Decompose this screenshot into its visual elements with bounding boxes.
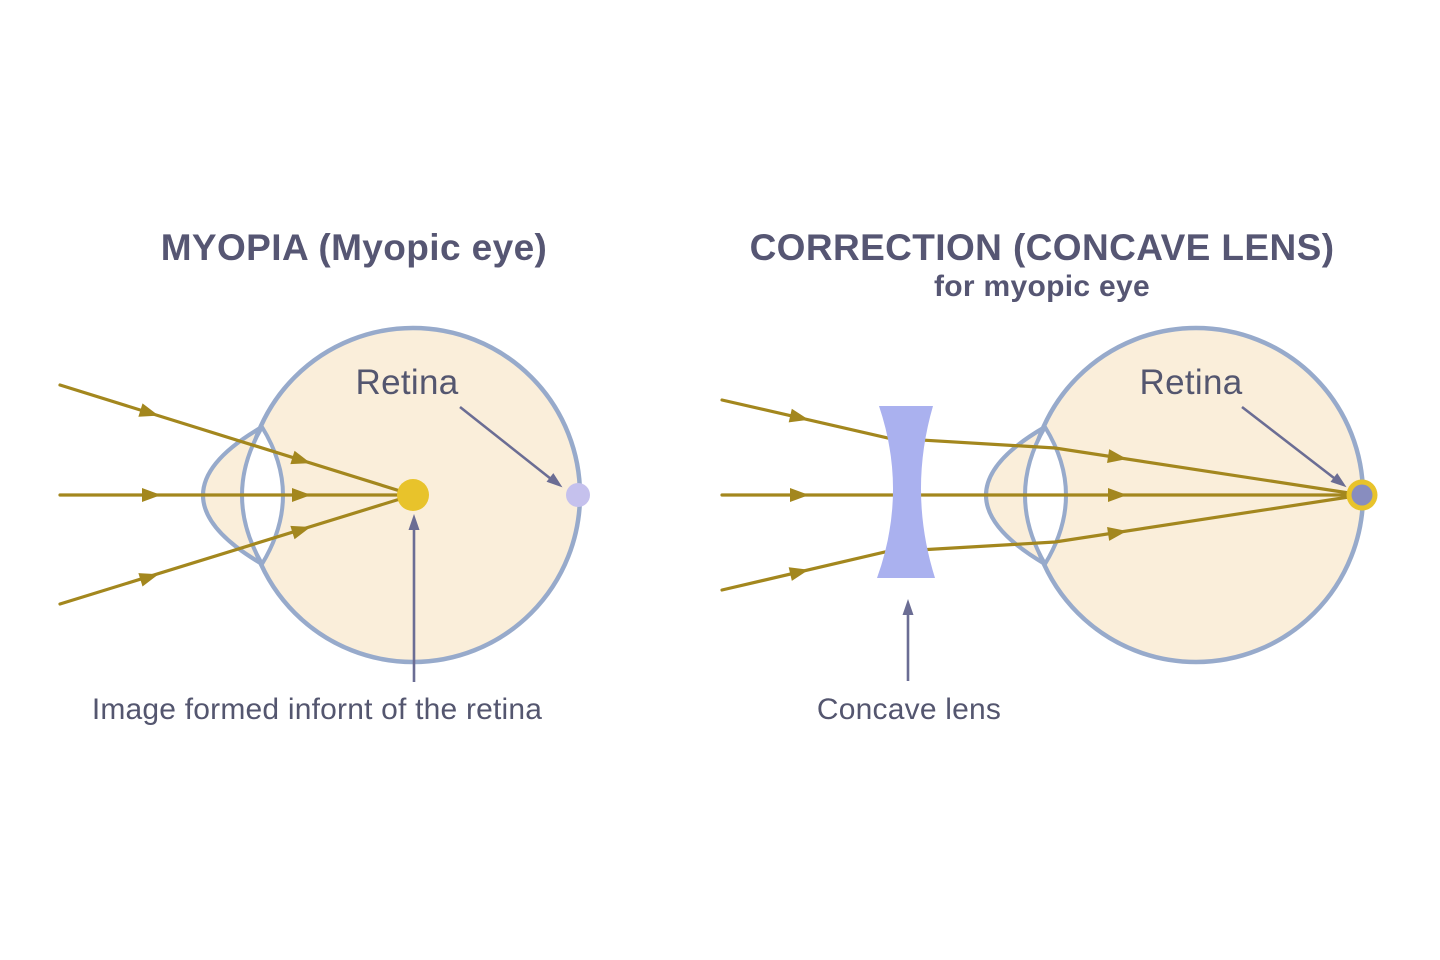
retina-label-right: Retina xyxy=(1140,363,1243,402)
right-panel-subtitle: for myopic eye xyxy=(934,270,1150,303)
concave-lens xyxy=(877,406,935,578)
left-panel-caption: Image formed infornt of the retina xyxy=(92,693,542,726)
concave-lens-label: Concave lens xyxy=(817,693,1001,726)
lens-pointer-arrow-icon xyxy=(902,599,914,615)
correction-panel: CORRECTION (CONCAVE LENS) for myopic eye… xyxy=(720,227,1378,726)
light-ray-top xyxy=(58,383,415,497)
retina-point-left xyxy=(566,483,590,507)
ray-arrow-icon xyxy=(788,562,811,581)
ray-arrow-icon xyxy=(138,403,161,423)
retina-pointer-line xyxy=(1241,405,1335,480)
retina-label-left: Retina xyxy=(356,363,459,402)
light-ray-bottom xyxy=(58,493,415,606)
focal-point-before-retina xyxy=(397,479,429,511)
left-panel-title: MYOPIA (Myopic eye) xyxy=(161,227,548,268)
ray-arrow-icon xyxy=(790,488,809,502)
ray-arrow-icon xyxy=(138,567,161,587)
ray-arrow-icon xyxy=(142,488,161,502)
ray-arrow-icon xyxy=(788,408,811,427)
right-panel-title: CORRECTION (CONCAVE LENS) xyxy=(750,227,1335,268)
retina-pointer-line xyxy=(459,405,552,481)
corrected-focus-point xyxy=(1351,484,1373,506)
myopic-eye-panel: MYOPIA (Myopic eye) Retina xyxy=(58,227,590,726)
